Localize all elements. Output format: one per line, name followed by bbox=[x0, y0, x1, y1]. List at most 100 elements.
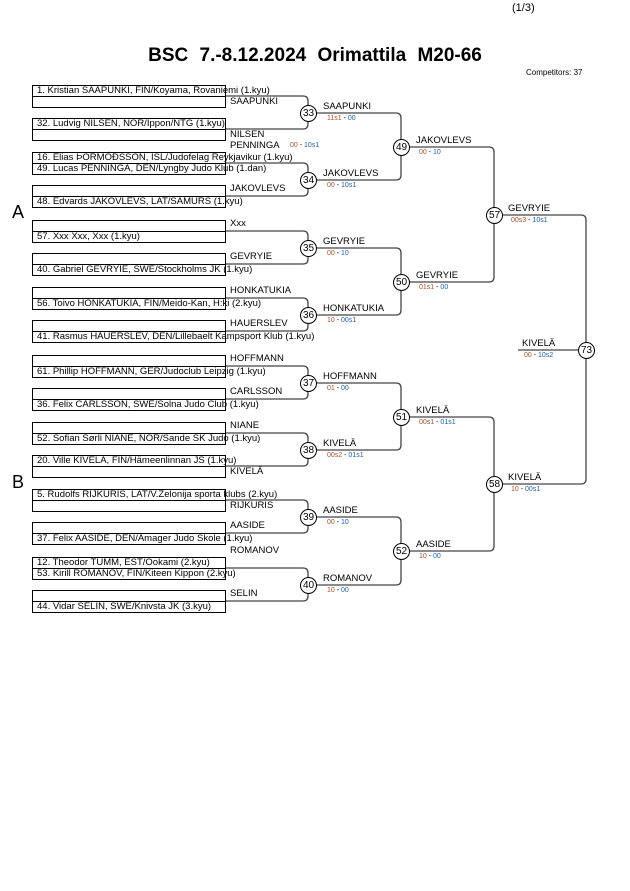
row-divider bbox=[33, 500, 225, 501]
winner-name: JAKOVLEVS bbox=[323, 168, 379, 179]
score-separator: - bbox=[426, 149, 434, 156]
score-blue: 00 bbox=[341, 385, 349, 392]
match-number-circle[interactable]: 73 bbox=[578, 342, 595, 359]
match-score: 00 - 10 bbox=[419, 149, 441, 157]
competitor-entry[interactable]: 61. Phillip HOFFMANN, GER/Judoclub Leipz… bbox=[37, 366, 266, 377]
slot-name: CARLSSON bbox=[230, 386, 283, 397]
competitor-entry[interactable]: 12. Theodor TUMM, EST/Ookami (2.kyu) bbox=[37, 557, 210, 568]
row-divider bbox=[33, 196, 225, 197]
competitor-entry[interactable]: 48. Edvards JAKOVLEVS, LAT/SAMURS (1.kyu… bbox=[37, 196, 243, 207]
match-score: 00 - 10s1 bbox=[290, 142, 319, 150]
match-number-circle[interactable]: 49 bbox=[393, 139, 410, 156]
slot-name: SAAPUNKI bbox=[230, 96, 279, 107]
match-bracket-line bbox=[409, 146, 495, 283]
score-white: 00s2 bbox=[327, 452, 343, 459]
winner-name: KIVELÄ bbox=[323, 438, 357, 449]
row-divider bbox=[33, 163, 225, 164]
pool-a-label: A bbox=[12, 202, 25, 222]
competitor-box: 12. Theodor TUMM, EST/Ookami (2.kyu)53. … bbox=[32, 557, 236, 580]
score-separator: - bbox=[434, 419, 441, 426]
match-number-circle[interactable]: 35 bbox=[300, 240, 317, 257]
competitor-entry[interactable]: 56. Toivo HONKATUKIA, FIN/Meido-Kan, H:k… bbox=[37, 298, 262, 309]
score-separator: - bbox=[531, 352, 539, 359]
slot-name: HAUERSLEV bbox=[230, 318, 288, 329]
score-blue: 00 bbox=[440, 284, 449, 291]
match-number-circle[interactable]: 40 bbox=[300, 577, 317, 594]
match-score: 00s3 - 10s1 bbox=[511, 217, 548, 225]
score-separator: - bbox=[426, 553, 434, 560]
match-number-circle[interactable]: 33 bbox=[300, 105, 317, 122]
competitor-box: 1. Kristian SAAPUNKI, FIN/Koyama, Rovani… bbox=[32, 85, 270, 108]
score-blue: 10s1 bbox=[341, 182, 357, 189]
match-number-circle[interactable]: 34 bbox=[300, 172, 317, 189]
match-number-circle[interactable]: 58 bbox=[486, 476, 503, 493]
score-blue: 01s1 bbox=[440, 419, 456, 426]
score-separator: - bbox=[334, 250, 342, 257]
score-separator: - bbox=[518, 486, 526, 493]
competitor-entry[interactable]: 52. Sofian Sørli NIANE, NOR/Sande SK Jud… bbox=[37, 433, 261, 444]
competitor-box: 61. Phillip HOFFMANN, GER/Judoclub Leipz… bbox=[32, 355, 266, 378]
match-number-circle[interactable]: 38 bbox=[300, 442, 317, 459]
score-separator: - bbox=[342, 452, 349, 459]
match-number-circle[interactable]: 52 bbox=[393, 543, 410, 560]
score-blue: 00s1 bbox=[525, 486, 541, 493]
match-number-circle[interactable]: 50 bbox=[393, 274, 410, 291]
competitor-entry[interactable]: 37. Felix AASIDE, DEN/Amager Judo Skole … bbox=[37, 533, 253, 544]
slot-name: HOFFMANN bbox=[230, 353, 284, 364]
slot-name: NIANE bbox=[230, 420, 260, 431]
competitor-entry[interactable]: 16. Elias ÞORMÓÐSSON, ISL/Judofelag Reyk… bbox=[37, 152, 293, 163]
competitor-entry[interactable]: 36. Felix CARLSSON, SWE/Solna Judo Club … bbox=[37, 399, 259, 410]
competitor-entry[interactable]: 41. Rasmus HAUERSLEV, DEN/Lillebaelt Kam… bbox=[37, 331, 315, 342]
score-separator: - bbox=[334, 519, 342, 526]
match-number-circle[interactable]: 39 bbox=[300, 509, 317, 526]
competitor-entry[interactable]: 32. Ludvig NILSEN, NOR/Ippon/NTG (1.kyu) bbox=[37, 118, 225, 129]
winner-name: KIVELÄ bbox=[416, 405, 450, 416]
match-score: 10 - 00 bbox=[419, 553, 441, 561]
match-number-circle[interactable]: 57 bbox=[486, 207, 503, 224]
score-white: 10 bbox=[327, 587, 335, 594]
winner-name: GEVRYIE bbox=[508, 203, 551, 214]
winner-name: JAKOVLEVS bbox=[416, 135, 472, 146]
match-number-circle[interactable]: 51 bbox=[393, 409, 410, 426]
row-divider bbox=[33, 433, 225, 434]
row-divider bbox=[33, 466, 225, 467]
competitor-count: Competitors: 37 bbox=[526, 68, 583, 77]
winner-name: GEVRYIE bbox=[416, 270, 459, 281]
score-white: 10 bbox=[419, 553, 427, 560]
score-white: 00 bbox=[524, 352, 532, 359]
match-number-circle[interactable]: 37 bbox=[300, 375, 317, 392]
match-number-circle[interactable]: 36 bbox=[300, 307, 317, 324]
score-blue: 10s2 bbox=[538, 352, 554, 359]
slot-name: RIJKURIS bbox=[230, 500, 274, 511]
competitor-entry[interactable]: 49. Lucas PENNINGA, DEN/Lyngby Judo Klub… bbox=[37, 163, 267, 174]
slot-name: HONKATUKIA bbox=[230, 285, 292, 296]
match-score: 00 - 10s1 bbox=[327, 182, 356, 190]
score-white: 00 bbox=[290, 142, 298, 149]
competitor-entry[interactable]: 53. Kirill ROMANOV, FIN/Kiteen Kippon (2… bbox=[37, 568, 236, 579]
competitor-box: 52. Sofian Sørli NIANE, NOR/Sande SK Jud… bbox=[32, 422, 260, 445]
score-separator: - bbox=[341, 115, 348, 122]
winner-name: AASIDE bbox=[323, 505, 358, 516]
score-blue: 00 bbox=[347, 115, 356, 122]
competitor-entry[interactable]: 40. Gabriel GEVRYIE, SWE/Stockholms JK (… bbox=[37, 264, 253, 275]
score-white: 00 bbox=[327, 519, 335, 526]
slot-name: AASIDE bbox=[230, 520, 265, 531]
competitor-entry[interactable]: 57. Xxx Xxx, Xxx (1.kyu) bbox=[37, 231, 140, 242]
match-score: 00s2 - 01s1 bbox=[327, 452, 364, 460]
match-score: 00 - 10s2 bbox=[524, 352, 553, 360]
match-score: 11s1 - 00 bbox=[327, 115, 356, 123]
competitor-box: 5. Rudolfs RIJKURIS, LAT/V.Zelonija spor… bbox=[32, 489, 277, 512]
row-divider bbox=[33, 129, 225, 130]
row-divider bbox=[33, 96, 225, 97]
competitor-entry[interactable]: 44. Vidar SELIN, SWE/Knivsta JK (3.kyu) bbox=[37, 601, 212, 612]
competitor-box: 37. Felix AASIDE, DEN/Amager Judo Skole … bbox=[32, 522, 252, 545]
competitor-entry[interactable]: 1. Kristian SAAPUNKI, FIN/Koyama, Rovani… bbox=[37, 85, 270, 96]
score-separator: - bbox=[334, 317, 342, 324]
match-bracket-line bbox=[409, 416, 495, 552]
competitor-entry[interactable]: 20. Ville KIVELÄ, FIN/Hämeenlinnan JS (1… bbox=[37, 455, 237, 466]
competitor-entry[interactable]: 5. Rudolfs RIJKURIS, LAT/V.Zelonija spor… bbox=[37, 489, 278, 500]
score-white: 01s1 bbox=[419, 284, 435, 291]
row-divider bbox=[33, 399, 225, 400]
match-score: 10 - 00s1 bbox=[327, 317, 356, 325]
slot-name: NILSEN bbox=[230, 129, 265, 140]
